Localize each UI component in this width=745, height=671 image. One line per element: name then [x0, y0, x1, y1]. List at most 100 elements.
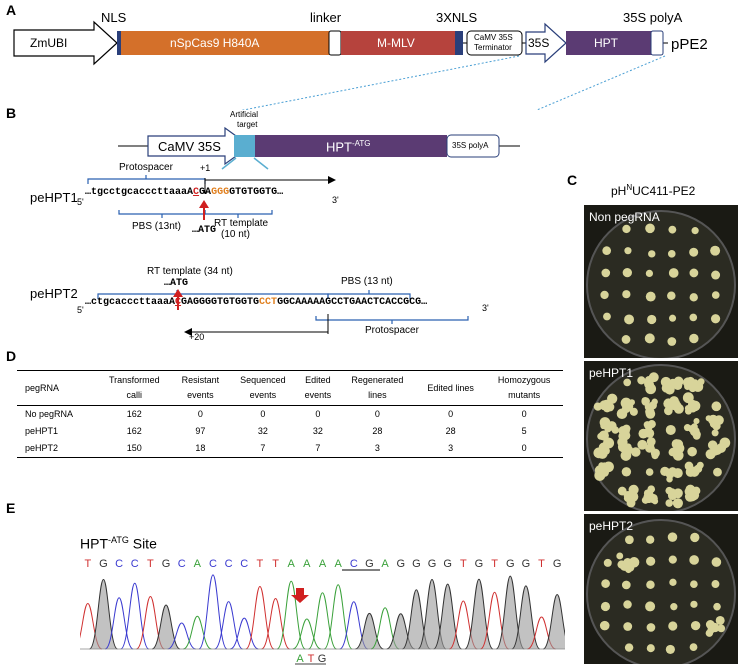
callus — [598, 442, 609, 453]
mmlv-block — [341, 31, 455, 55]
artificial-target-label-2: target — [237, 120, 258, 129]
linker-label: linker — [310, 10, 342, 25]
hpt-label: HPT — [594, 36, 618, 50]
table-cell: peHPT2 — [17, 440, 97, 458]
callus — [645, 407, 655, 417]
plate-pehpt1: peHPT1 — [584, 361, 738, 514]
peak — [542, 594, 565, 650]
callus — [625, 535, 634, 545]
pehpt2-diagram — [97, 289, 469, 336]
table-header: Edited lines — [415, 370, 486, 406]
table-cell: 28 — [372, 426, 383, 436]
chromatogram-site-label: HPT-ATG Site — [80, 535, 157, 552]
hpt-atg-label: HPT-ATG — [326, 139, 371, 155]
base-letter: G — [506, 558, 515, 570]
callus — [673, 381, 683, 390]
callus — [611, 426, 620, 434]
target-zoom-right — [253, 157, 269, 170]
base-letter: T — [272, 558, 279, 570]
callus — [668, 555, 677, 564]
pehpt2-5prime: 5' — [77, 305, 84, 315]
base-letter: A — [334, 558, 342, 570]
zoom-line-left — [240, 55, 520, 110]
plate-label: peHPT2 — [589, 519, 634, 533]
base-letter: G — [553, 558, 562, 570]
table-cell: 32 — [257, 426, 268, 436]
callus — [617, 560, 626, 569]
peak — [245, 585, 275, 650]
pehpt1-5prime: 5' — [77, 197, 84, 207]
base-letter: A — [319, 558, 327, 570]
callus — [650, 448, 660, 458]
callus — [600, 601, 611, 612]
callus — [718, 441, 728, 450]
callus — [689, 247, 699, 257]
callus — [673, 488, 683, 498]
edit-base-letter: G — [318, 653, 327, 665]
callus — [668, 268, 679, 278]
peak — [104, 597, 134, 650]
terminator-label-1: CaMV 35S — [474, 33, 513, 42]
peak — [292, 618, 322, 650]
zmubi-label: ZmUBI — [30, 36, 68, 50]
peak — [433, 583, 463, 650]
callus — [620, 397, 632, 409]
base-letter: G — [475, 558, 484, 570]
callus — [601, 579, 610, 588]
callus — [646, 623, 656, 632]
base-letter: C — [131, 558, 139, 570]
callus — [666, 476, 673, 483]
pehpt1-rt-label-1: RT template — [214, 218, 269, 229]
base-letter: T — [538, 558, 545, 570]
pehpt2-sequence: …ctgcacccttaaaACGAGGGGTGTGGTGCCTGGCAAAAA… — [85, 297, 428, 308]
table-header: pegRNA — [17, 370, 97, 406]
callus — [689, 313, 698, 322]
pehpt1-3prime: 3' — [332, 195, 339, 205]
pehpt2-name: peHPT2 — [30, 286, 78, 301]
3xnls-label: 3XNLS — [436, 10, 478, 25]
35s-label: 35S — [528, 36, 550, 50]
callus — [637, 439, 648, 450]
callus — [710, 314, 721, 324]
callus — [711, 291, 720, 299]
callus — [669, 314, 677, 322]
35s-promoter-arrow — [525, 22, 567, 64]
callus — [623, 378, 632, 387]
table-cell: 3 — [415, 440, 486, 458]
artificial-target-block — [234, 135, 255, 157]
pehpt2-plus20-label: +20 — [189, 332, 205, 342]
callus — [661, 467, 670, 476]
callus — [593, 402, 603, 411]
peak — [323, 584, 353, 650]
callus — [599, 620, 610, 631]
table-cell: 162 — [126, 426, 142, 436]
callus — [622, 267, 632, 278]
plasmid-label: pPE2 — [671, 36, 708, 53]
base-letter: G — [443, 558, 452, 570]
callus — [689, 268, 699, 278]
plate-photo — [584, 205, 738, 360]
callus — [638, 428, 649, 439]
base-letter: G — [365, 558, 374, 570]
nls-block — [117, 31, 121, 55]
zmubi-promoter-arrow — [13, 20, 118, 66]
table-cell: 162 — [126, 409, 142, 419]
callus — [641, 496, 650, 504]
callus — [689, 643, 698, 651]
table-cell: 7 — [228, 440, 297, 458]
base-letter: T — [147, 558, 154, 570]
callus — [646, 644, 655, 653]
callus — [669, 578, 677, 586]
table-cell: 18 — [171, 440, 229, 458]
callus — [693, 418, 700, 425]
callus — [682, 377, 694, 388]
callus — [708, 414, 719, 425]
panel-letter-e: E — [6, 500, 16, 516]
table-cell: 0 — [448, 409, 454, 419]
pehpt1-name: peHPT1 — [30, 190, 78, 205]
callus — [645, 269, 654, 278]
callus — [672, 468, 683, 479]
